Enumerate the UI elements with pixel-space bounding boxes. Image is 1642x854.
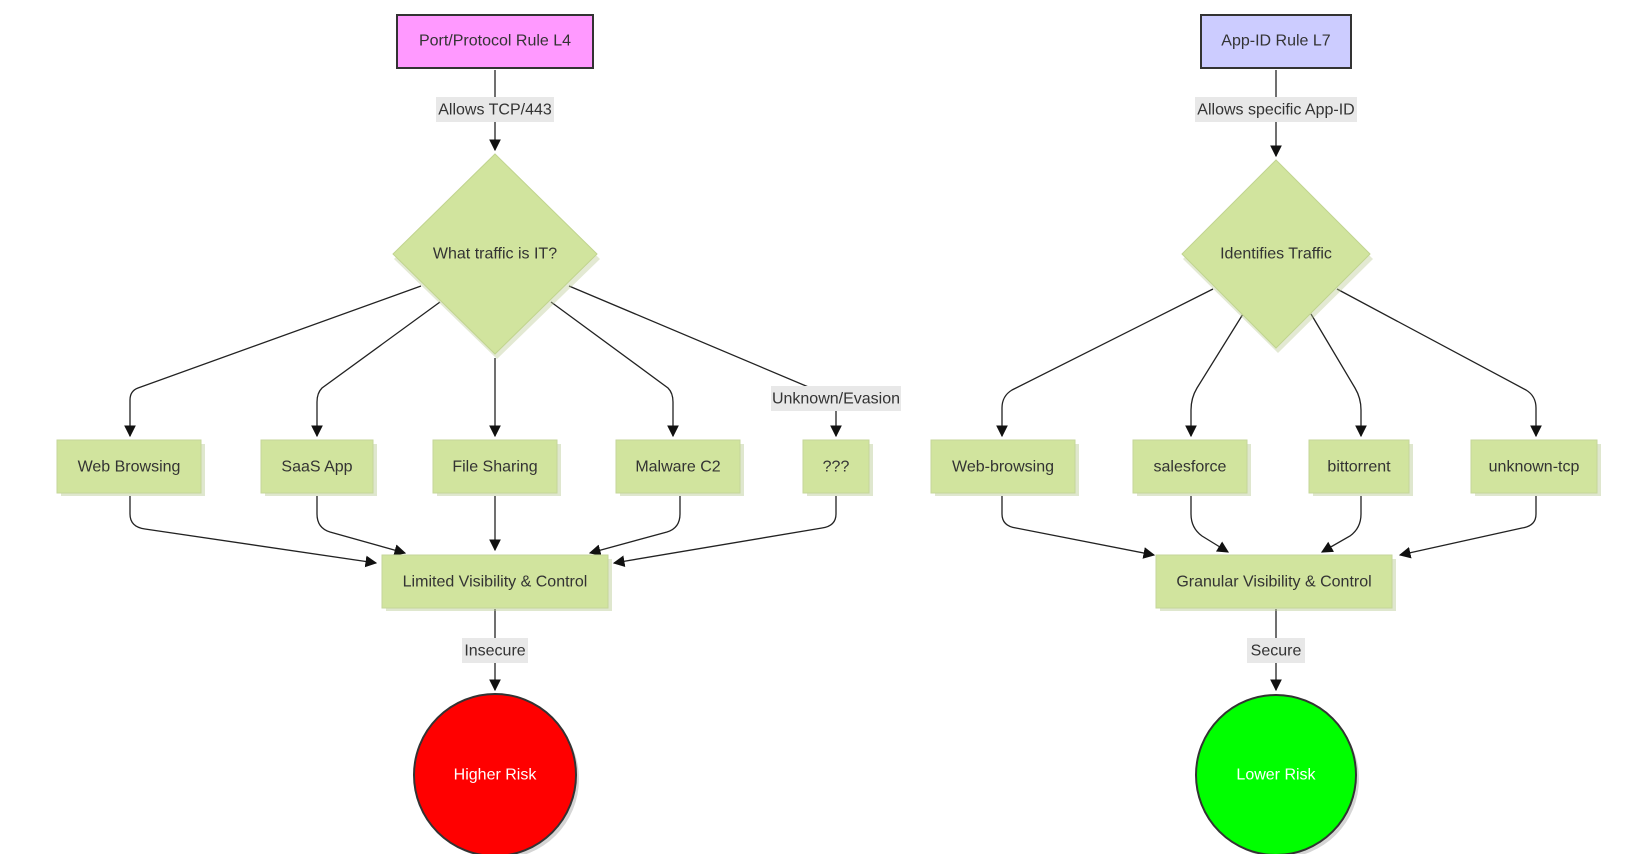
left-decision-label: What traffic is IT? xyxy=(433,246,557,263)
app-node-unknown: ??? xyxy=(802,439,873,496)
edge-web-browsing-to-outcome xyxy=(129,496,378,568)
edge-decision-to-web-browsing xyxy=(124,285,422,438)
app-node-bittorrent: bittorrent xyxy=(1308,439,1413,496)
edge-decision-to-web-browsing-r xyxy=(996,288,1214,438)
app-label-salesforce: salesforce xyxy=(1154,459,1227,476)
app-label-file-sharing: File Sharing xyxy=(452,459,537,476)
edge-salesforce-to-outcome xyxy=(1190,496,1229,553)
app-node-file-sharing: File Sharing xyxy=(432,439,561,496)
right-start-label: App-ID Rule L7 xyxy=(1221,33,1330,50)
right-decision-node: Identifies Traffic xyxy=(1181,159,1373,353)
left-outcome-label: Limited Visibility & Control xyxy=(403,574,588,591)
edge-decision-to-unknown-tcp xyxy=(1336,288,1542,438)
app-node-saas-app: SaaS App xyxy=(260,439,377,496)
left-risk-node: Higher Risk xyxy=(413,693,579,854)
edge-label-unknown-evasion: Unknown/Evasion xyxy=(771,386,901,411)
app-label-web-browsing: Web Browsing xyxy=(78,459,181,476)
left-start-label: Port/Protocol Rule L4 xyxy=(419,33,571,50)
app-label-bittorrent: bittorrent xyxy=(1327,459,1391,476)
edge-label-allows-app-id-text: Allows specific App-ID xyxy=(1197,102,1354,119)
left-start-node: Port/Protocol Rule L4 xyxy=(396,14,594,69)
app-label-saas-app: SaaS App xyxy=(281,459,352,476)
edge-decision-to-unknown xyxy=(568,285,842,438)
edge-malware-c2-to-outcome xyxy=(588,496,681,556)
edge-decision-to-saas-app xyxy=(311,301,441,438)
edge-label-secure-text: Secure xyxy=(1251,643,1302,660)
app-node-unknown-tcp: unknown-tcp xyxy=(1470,439,1601,496)
edge-unknown-to-outcome xyxy=(612,496,837,568)
edge-label-insecure: Insecure xyxy=(462,638,528,663)
edge-label-allows-tcp-text: Allows TCP/443 xyxy=(438,102,552,119)
edge-label-unknown-evasion-text: Unknown/Evasion xyxy=(772,391,900,408)
app-node-salesforce: salesforce xyxy=(1132,439,1251,496)
app-label-unknown-tcp: unknown-tcp xyxy=(1489,459,1580,476)
left-decision-node: What traffic is IT? xyxy=(392,153,600,359)
edge-bittorrent-to-outcome xyxy=(1320,496,1362,553)
app-label-unknown: ??? xyxy=(823,459,850,476)
edge-label-allows-tcp: Allows TCP/443 xyxy=(436,97,554,122)
app-label-web-browsing-r: Web-browsing xyxy=(952,459,1054,476)
app-label-malware-c2: Malware C2 xyxy=(635,459,720,476)
right-outcome-label: Granular Visibility & Control xyxy=(1176,574,1371,591)
edge-saas-app-to-outcome xyxy=(316,496,407,556)
app-node-malware-c2: Malware C2 xyxy=(615,439,744,496)
edge-decision-to-salesforce xyxy=(1185,313,1244,438)
edge-decision-to-bittorrent xyxy=(1310,313,1367,438)
right-decision-label: Identifies Traffic xyxy=(1220,246,1332,263)
left-outcome-node: Limited Visibility & Control xyxy=(381,554,612,611)
edge-label-allows-app-id: Allows specific App-ID xyxy=(1195,97,1357,122)
edge-label-secure: Secure xyxy=(1247,638,1305,663)
right-start-node: App-ID Rule L7 xyxy=(1200,14,1352,69)
app-node-web-browsing-r: Web-browsing xyxy=(930,439,1079,496)
edge-unknown-tcp-to-outcome xyxy=(1398,496,1537,559)
right-risk-node: Lower Risk xyxy=(1195,694,1359,854)
right-outcome-node: Granular Visibility & Control xyxy=(1155,554,1396,611)
app-node-web-browsing: Web Browsing xyxy=(56,439,205,496)
edge-web-browsing-r-to-outcome xyxy=(1001,496,1156,559)
right-risk-label: Lower Risk xyxy=(1236,767,1316,784)
edge-label-insecure-text: Insecure xyxy=(464,643,525,660)
left-risk-label: Higher Risk xyxy=(454,767,538,784)
edge-decision-to-malware-c2 xyxy=(550,301,679,438)
